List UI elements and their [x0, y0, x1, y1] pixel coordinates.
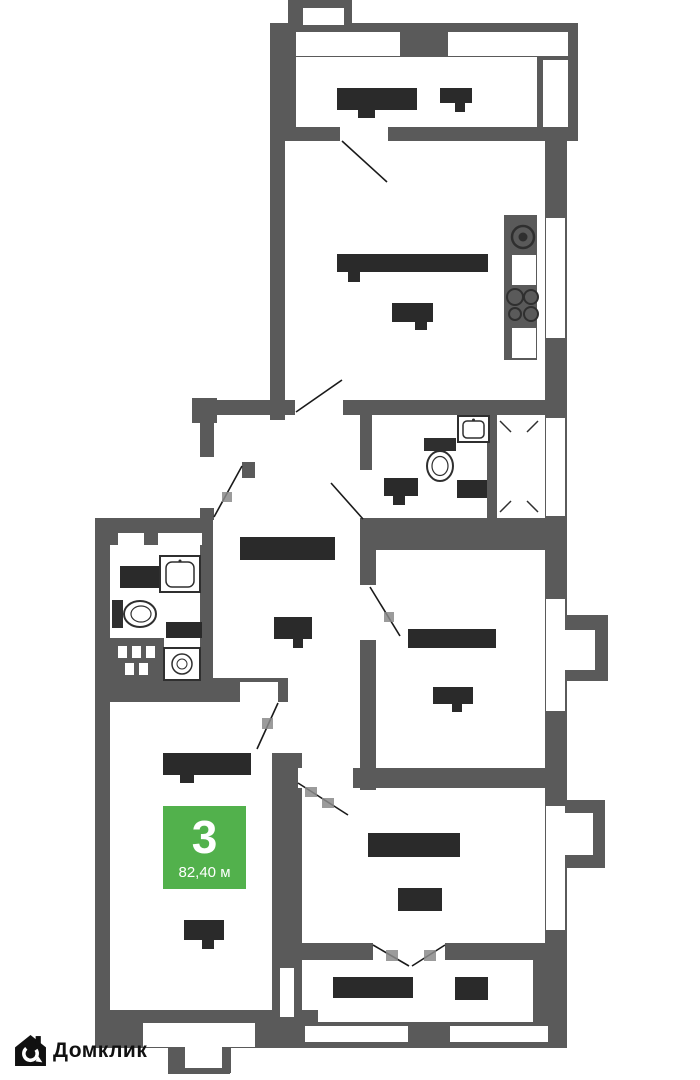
wall — [533, 960, 545, 1022]
washing-machine-icon — [163, 647, 201, 681]
room-label-redacted — [163, 753, 251, 775]
room-label-redacted — [180, 775, 194, 783]
room-area-redacted — [457, 480, 487, 498]
opening — [158, 533, 202, 545]
room-area-redacted — [293, 639, 303, 648]
window — [448, 32, 568, 56]
room-area-redacted — [455, 977, 488, 1000]
door-swing-lines — [213, 140, 446, 967]
badge-room-count: 3 — [191, 811, 218, 863]
room-label-redacted — [337, 254, 488, 272]
domclick-house-icon — [15, 1035, 46, 1066]
window-bay-wall — [168, 1047, 185, 1073]
window-bay-glass — [185, 1047, 222, 1068]
room-area-redacted — [166, 622, 202, 638]
door-opening — [340, 127, 388, 141]
door-opening — [360, 585, 376, 640]
window-bay-wall — [222, 1047, 231, 1073]
window — [546, 218, 565, 338]
room-label-redacted — [120, 566, 160, 588]
window — [450, 1026, 548, 1042]
room-area-redacted — [184, 920, 224, 940]
vent-shaft-cell — [139, 663, 148, 675]
room-area-redacted — [274, 617, 312, 639]
room-label-redacted — [333, 977, 413, 998]
wall — [270, 140, 285, 420]
room-area-redacted — [202, 940, 214, 949]
wall — [285, 768, 567, 788]
window — [546, 599, 565, 711]
wall — [200, 518, 213, 678]
window — [546, 418, 565, 516]
vent-shaft-cell — [132, 646, 141, 658]
opening — [118, 533, 144, 545]
counter-gap — [512, 328, 536, 358]
wall — [200, 508, 214, 520]
room-label-redacted — [358, 110, 375, 118]
window — [546, 806, 565, 930]
wall — [487, 415, 497, 518]
toilet-icon — [112, 600, 157, 628]
room-area-redacted — [392, 303, 433, 322]
balcony-box-opening — [565, 630, 595, 670]
window-bay-wall — [168, 1068, 230, 1074]
room-label-redacted — [408, 629, 496, 648]
wall — [360, 518, 567, 550]
door-leaf — [242, 462, 255, 478]
counter-gap — [512, 255, 536, 285]
room-label-redacted — [348, 272, 360, 282]
area-badge: 3 82,40 м — [163, 806, 246, 889]
window — [305, 1026, 408, 1042]
washbasin-icon — [457, 415, 490, 443]
room-label-redacted — [240, 537, 335, 560]
window — [296, 32, 400, 56]
room-area-redacted — [415, 322, 427, 330]
room-area-redacted — [433, 687, 473, 704]
badge-total-area: 82,40 м — [178, 864, 231, 881]
domclick-logo: Домклик — [14, 1034, 147, 1067]
shower-area-icon — [499, 420, 539, 513]
vent-shaft-cell — [118, 646, 127, 658]
door-opening — [298, 768, 353, 788]
room-label-redacted — [337, 88, 417, 110]
vent-shaft-icon — [110, 638, 164, 678]
room-label-redacted — [393, 496, 405, 505]
window — [280, 968, 294, 1017]
room-area-redacted — [452, 704, 462, 712]
stove-burners-icon — [506, 288, 539, 322]
logo-wordmark: Домклик — [53, 1038, 148, 1062]
wall — [270, 57, 296, 140]
wall — [200, 415, 214, 457]
wall — [95, 518, 110, 1048]
toilet-icon — [424, 438, 456, 482]
balcony-box-opening — [565, 813, 593, 855]
vent-shaft-cell — [146, 646, 155, 658]
opening — [303, 8, 344, 25]
door-opening — [240, 682, 278, 702]
washbasin-icon — [159, 555, 201, 593]
wall — [192, 400, 567, 415]
window — [543, 60, 568, 127]
door-leaf — [222, 492, 436, 961]
vent-shaft-cell — [125, 663, 134, 675]
window — [143, 1023, 255, 1047]
room-area-redacted — [398, 888, 442, 911]
room-label-redacted — [384, 478, 418, 496]
room-area-redacted — [440, 88, 472, 103]
kitchen-sink-icon — [510, 224, 536, 250]
room-area-redacted — [455, 101, 465, 112]
wall — [360, 415, 372, 470]
room-label-redacted — [368, 833, 460, 857]
